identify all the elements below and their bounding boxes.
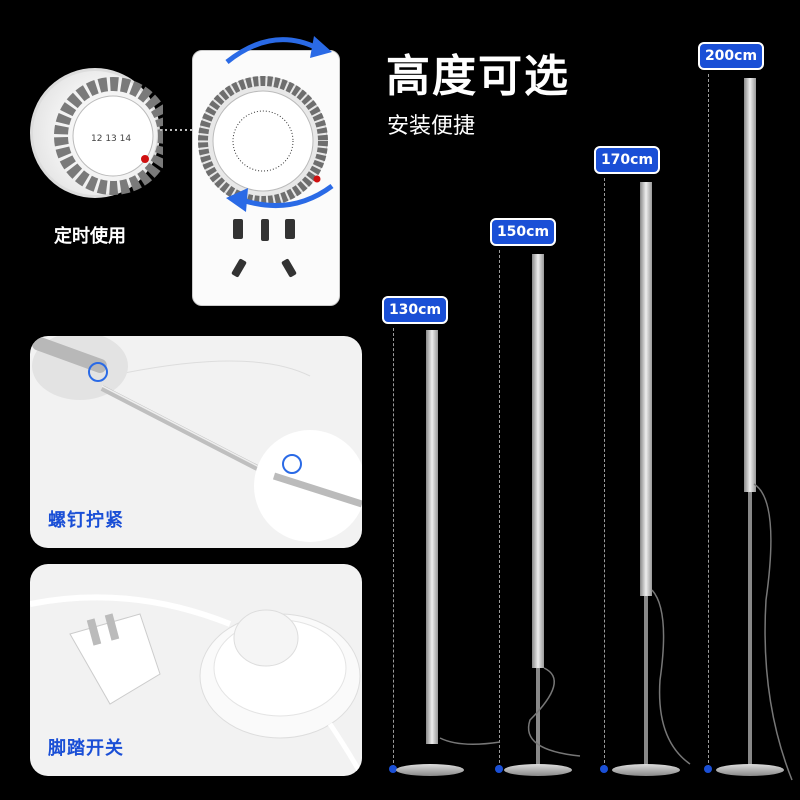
lamp-200 xyxy=(744,78,756,492)
rotate-arrow-top-icon xyxy=(225,36,332,64)
screw-label: 螺钉拧紧 xyxy=(48,510,124,531)
height-tag-200: 200cm xyxy=(698,42,764,70)
screw-panel: 螺钉拧紧 xyxy=(30,336,362,548)
height-dot-130 xyxy=(389,765,397,773)
page-title: 高度可选 xyxy=(386,51,570,102)
lamp-130 xyxy=(426,330,438,744)
height-guide-150 xyxy=(499,250,500,768)
power-cords xyxy=(439,483,793,781)
svg-text:12 13 14: 12 13 14 xyxy=(91,134,131,144)
screw-rod-illustration xyxy=(32,336,362,542)
timer-label: 定时使用 xyxy=(54,226,126,247)
rotate-arrow-bottom-icon xyxy=(226,183,334,212)
page-subtitle: 安装便捷 xyxy=(384,108,506,142)
lamp-pole-200 xyxy=(748,492,752,766)
foot-switch-illustration xyxy=(30,594,362,776)
height-tag-130: 130cm xyxy=(382,296,448,324)
height-dot-150 xyxy=(495,765,503,773)
lamp-base-170 xyxy=(612,764,680,776)
height-dot-170 xyxy=(600,765,608,773)
lamp-base-130 xyxy=(396,764,464,776)
lamp-base-200 xyxy=(716,764,784,776)
height-guide-200 xyxy=(708,74,709,768)
lamp-base-150 xyxy=(504,764,572,776)
connector-dots-icon xyxy=(160,129,196,131)
timer-zoom-photo: 12 13 14 xyxy=(30,68,172,198)
switch-panel: 脚踏开关 xyxy=(30,564,362,776)
height-guide-130 xyxy=(393,328,394,768)
switch-label: 脚踏开关 xyxy=(48,738,124,759)
lamp-170 xyxy=(640,182,652,596)
lamp-pole-170 xyxy=(644,596,648,766)
height-tag-170: 170cm xyxy=(594,146,660,174)
lamp-150 xyxy=(532,254,544,668)
lamp-pole-150 xyxy=(536,668,540,766)
height-dot-200 xyxy=(704,765,712,773)
height-tag-150: 150cm xyxy=(490,218,556,246)
height-guide-170 xyxy=(604,178,605,768)
timer-socket xyxy=(192,50,340,306)
timer-dial-icon: 12 13 14 xyxy=(54,77,172,195)
